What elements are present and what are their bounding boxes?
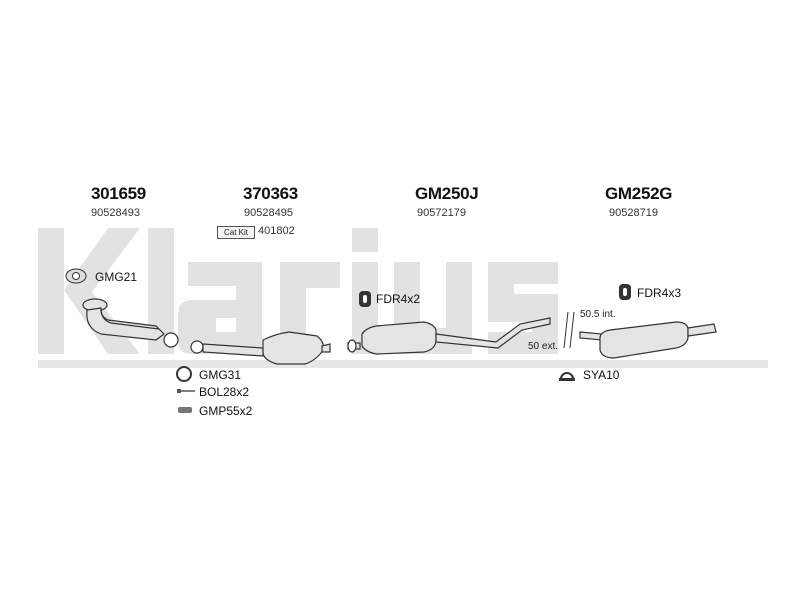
catalytic-converter-370363[interactable] [190, 331, 331, 365]
part-number-4: GM252G [605, 184, 673, 203]
oem-number-1: 90528493 [91, 207, 140, 219]
paste-icon [178, 407, 192, 413]
front-pipe-301659[interactable] [82, 298, 179, 348]
rear-silencer-GM252G[interactable] [579, 321, 717, 359]
centre-silencer-GM250J[interactable] [347, 317, 551, 355]
ring-gasket-icon [176, 366, 192, 382]
fitting-label-bol28x2: BOL28x2 [199, 385, 250, 399]
oem-number-2: 90528495 [244, 207, 293, 219]
dimension-note-ext: 50 ext. [528, 341, 559, 352]
oem-number-4: 90528719 [609, 207, 658, 219]
fitting-label-fdr4x3: FDR4x3 [637, 286, 682, 300]
dimension-note-int: 50.5 int. [580, 309, 616, 320]
fitting-label-fdr4x2: FDR4x2 [376, 292, 421, 306]
dimension-line [563, 311, 569, 349]
fitting-label-gmg31: GMG31 [199, 368, 242, 382]
gasket-icon [65, 268, 87, 284]
clamp-icon [559, 372, 575, 381]
fitting-label-gmg21: GMG21 [95, 270, 138, 284]
part-number-2: 370363 [243, 184, 298, 203]
part-number-1: 301659 [91, 184, 146, 203]
rubber-hanger-icon [359, 291, 371, 307]
part-number-3: GM250J [415, 184, 479, 203]
fitting-label-gmp55x2: GMP55x2 [199, 404, 253, 418]
bolt-icon [177, 389, 195, 393]
oem-number-3: 90572179 [417, 207, 466, 219]
cat-kit-number: 401802 [258, 225, 295, 237]
cat-kit-badge: Cat Kit [217, 226, 255, 239]
rubber-hanger-icon [619, 284, 631, 300]
fitting-label-sya10: SYA10 [583, 368, 620, 382]
